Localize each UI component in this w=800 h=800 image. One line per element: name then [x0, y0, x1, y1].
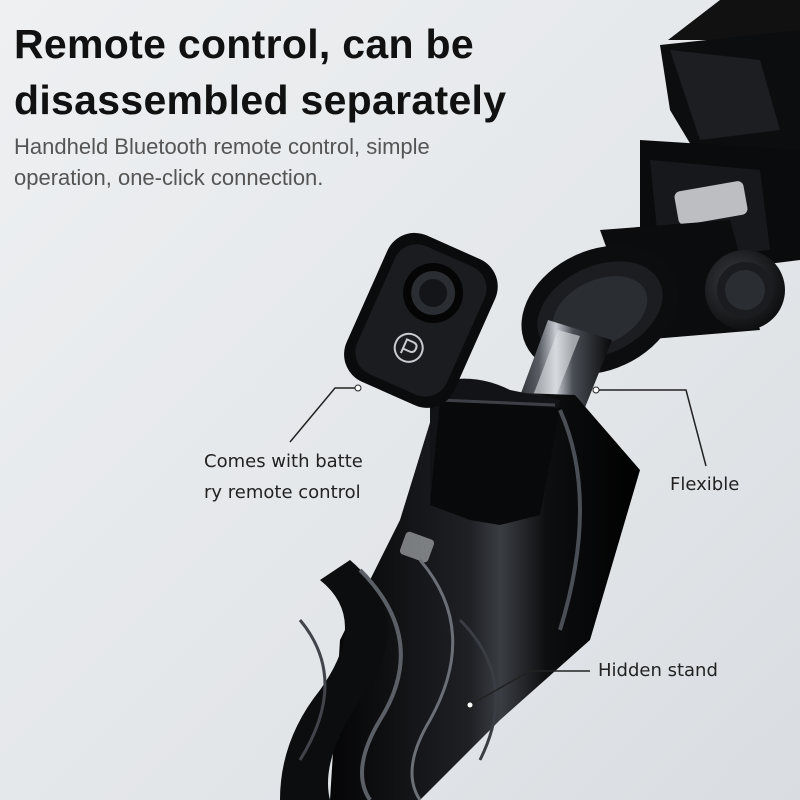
subheadline-line-1: Handheld Bluetooth remote control, simpl… [14, 134, 430, 159]
remote-callout-line [289, 387, 358, 443]
bluetooth-remote [344, 232, 498, 408]
subheadline-line-2: operation, one-click connection. [14, 165, 324, 190]
remote-callout-line-1: Comes with batte [204, 451, 363, 472]
callout-lines [289, 387, 707, 706]
remote-callout-line-2: ry remote control [204, 482, 361, 503]
remote-callout-label: Comes with batte ry remote control [204, 446, 363, 508]
handle-body [330, 378, 640, 800]
headline-line-2: disassembled separately [14, 77, 507, 123]
subheadline: Handheld Bluetooth remote control, simpl… [14, 131, 430, 193]
flexible-callout-label: Flexible [670, 474, 740, 495]
rotation-knob [705, 250, 785, 330]
hidden-stand-callout-label: Hidden stand [598, 660, 718, 681]
headline: Remote control, can be disassembled sepa… [14, 16, 506, 128]
callout-dots [354, 384, 600, 709]
flexible-callout-line [596, 389, 707, 467]
shutter-p-icon [393, 332, 424, 363]
hidden-stand-callout-line [469, 670, 590, 706]
headline-line-1: Remote control, can be [14, 21, 474, 67]
tripod-legs [280, 559, 498, 800]
